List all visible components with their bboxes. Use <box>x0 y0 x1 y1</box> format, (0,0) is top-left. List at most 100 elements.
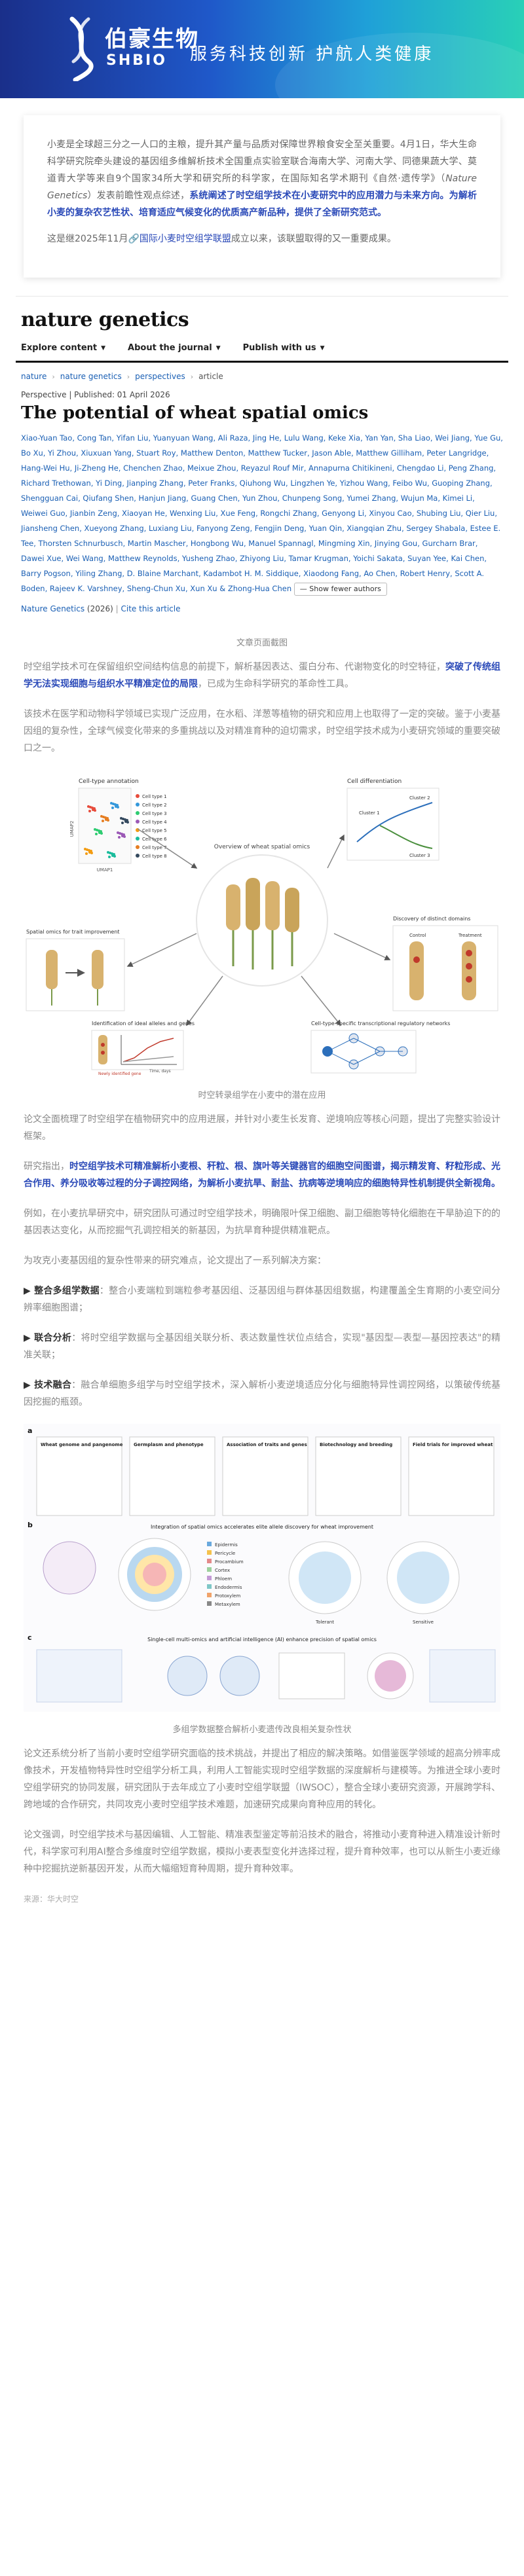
figure-caption: 文章页面截图 <box>236 638 288 648</box>
panel-letter: a <box>28 1426 32 1435</box>
legend-swatch <box>136 845 140 849</box>
legend-label: Cell type 7 <box>142 845 167 850</box>
dna-logo-icon <box>69 16 94 81</box>
legend-label: Protoxylem <box>215 1593 240 1599</box>
legend-swatch <box>136 811 140 815</box>
body-paragraph: 该技术在医学和动物科学领域已实现广泛应用，在水稻、洋葱等植物的研究和应用上也取得… <box>24 709 500 753</box>
legend-swatch <box>136 794 140 798</box>
legend-swatch <box>136 820 140 824</box>
nav-label: Explore content <box>21 343 98 353</box>
panel-a-box <box>129 1436 215 1516</box>
legend-label: Endodermis <box>215 1585 242 1590</box>
cluster-label: Cluster 3 <box>409 853 430 858</box>
wheat-spikes-icon <box>226 878 299 970</box>
center-title: Overview of wheat spatial omics <box>214 844 310 850</box>
nature-article-screenshot: nature genetics Explore content▼ About t… <box>16 296 508 625</box>
regulatory-network-panel: Cell-type-specific transcriptional regul… <box>310 1021 450 1074</box>
intro-text: 这是继2025年11月 <box>47 234 128 244</box>
solution-item: ▶ 整合多组学数据：整合小麦端粒到端粒参考基因组、泛基因组与群体基因组数据，构建… <box>24 1282 500 1316</box>
legend-label: Cortex <box>215 1568 230 1573</box>
cell-differentiation-panel: Cell differentiation Cluster 1 Cluster 2… <box>346 778 440 861</box>
body-highlight: 突破了传统组学无法实现细胞与组织水平精准定位的局限 <box>24 662 500 689</box>
panel-a-box <box>408 1436 495 1516</box>
body-paragraph: 时空组学技术可在保留组织空间结构信息的前提下，解析基因表达、蛋白分布、代谢物变化… <box>24 659 500 693</box>
umap-point <box>121 822 124 824</box>
cite-this-article-link[interactable]: Cite this article <box>121 604 181 613</box>
legend-swatch <box>207 1567 212 1572</box>
intro-text: 成立以来，该联盟取得的又一重要成果。 <box>231 234 396 244</box>
breadcrumb: nature › nature genetics › perspectives … <box>16 363 508 385</box>
body-text: 研究指出， <box>24 1161 69 1172</box>
legend-swatch <box>207 1601 212 1606</box>
panel-title: Spatial omics for trait improvement <box>26 929 120 935</box>
cite-sep: | <box>115 604 121 613</box>
brand-name-en: SHBIO <box>106 52 167 69</box>
nav-label: About the journal <box>128 343 212 353</box>
body-text: 时空组学技术可在保留组织空间结构信息的前提下，解析基因表达、蛋白分布、代谢物变化… <box>24 662 445 672</box>
legend-label: Phloem <box>215 1576 232 1582</box>
nav-label: Publish with us <box>242 343 316 353</box>
link-icon: 🔗 <box>128 234 140 244</box>
panel-title: Identification of ideal alleles and gene… <box>92 1021 195 1026</box>
authors-text[interactable]: Xiao-Yuan Tao, Cong Tan, Yifan Liu, Yuan… <box>21 433 503 593</box>
nav-explore-content[interactable]: Explore content▼ <box>21 343 105 353</box>
cite-journal[interactable]: Nature Genetics <box>21 604 85 613</box>
solution-title: ▶ 整合多组学数据 <box>24 1286 100 1296</box>
body-paragraph: 论文强调，时空组学技术与基因编辑、人工智能、精准表型鉴定等前沿技术的融合，将推动… <box>24 1830 500 1874</box>
legend-swatch <box>207 1593 212 1597</box>
legend-label: Procambium <box>215 1559 244 1565</box>
panel-a-box <box>315 1436 402 1516</box>
legend-swatch <box>207 1559 212 1563</box>
panel-title: Discovery of distinct domains <box>393 916 470 922</box>
show-fewer-authors-button[interactable]: — Show fewer authors <box>293 583 387 596</box>
breadcrumb-nature[interactable]: nature <box>21 372 47 381</box>
panel-title: Cell-type annotation <box>79 778 139 785</box>
intro-paragraph-1: 小麦是全球超三分之一人口的主粮，提升其产量与品质对保障世界粮食安全至关重要。4月… <box>47 136 477 221</box>
figure-wheat-spatial-omics: Overview of wheat spatial omics Cell-typ… <box>0 770 524 1078</box>
solution-text: ：整合小麦端粒到端粒参考基因组、泛基因组与群体基因组数据，构建覆盖全生育期的小麦… <box>24 1286 501 1313</box>
panel-letter: c <box>28 1633 32 1642</box>
umap-point <box>126 819 128 822</box>
axis-label: UMAP2 <box>69 821 75 837</box>
brand-name-cn: 伯豪生物 <box>105 26 199 52</box>
legend-swatch <box>136 854 140 858</box>
legend-label: Pericycle <box>215 1551 235 1556</box>
chevron-down-icon: ▼ <box>320 344 325 352</box>
body-paragraph: 论文全面梳理了时空组学在植物研究中的应用进展，并针对小麦生长发育、逆境响应等核心… <box>24 1114 500 1142</box>
panel-title: Cell differentiation <box>347 778 402 785</box>
nav-publish[interactable]: Publish with us ▼ <box>243 343 325 353</box>
legend-label: Cell type 8 <box>142 854 167 859</box>
umap-point <box>106 817 109 820</box>
legend-swatch <box>207 1576 212 1580</box>
intro-text: 小麦是全球超三分之一人口的主粮，提升其产量与品质对保障世界粮食安全至关重要。4月… <box>47 139 477 184</box>
condition-label: Sensitive <box>413 1620 434 1625</box>
legend-label: Cell type 3 <box>142 811 167 816</box>
breadcrumb-article: article <box>198 372 223 381</box>
nav-about-journal[interactable]: About the journal▼ <box>128 343 221 353</box>
cell-type-annotation-panel: Cell-type annotation UMAP1 UMAP2 Cell ty… <box>69 778 167 873</box>
panel-letter: b <box>28 1521 33 1529</box>
chevron-right-icon: › <box>52 372 55 381</box>
breadcrumb-perspectives[interactable]: perspectives <box>135 372 185 381</box>
condition-label: Tolerant <box>315 1620 334 1625</box>
journal-logo[interactable]: nature genetics <box>21 308 189 331</box>
identification-panel: Identification of ideal alleles and gene… <box>91 1021 195 1076</box>
intro-card: 小麦是全球超三分之一人口的主粮，提升其产量与品质对保障世界粮食安全至关重要。4月… <box>24 115 500 278</box>
author-list: Xiao-Yuan Tao, Cong Tan, Yifan Liu, Yuan… <box>16 428 508 599</box>
banner-slogan: 服务科技创新 护航人类健康 <box>190 45 434 64</box>
solution-title: ▶ 技术融合 <box>24 1380 72 1390</box>
article-title: The potential of wheat spatial omics <box>21 403 369 423</box>
legend-label: Cell type 2 <box>142 803 167 808</box>
solution-text: ：将时空组学数据与全基因组关联分析、表达数量性状位点结合，实现"基因型—表型—基… <box>24 1333 500 1360</box>
intro-text: ）发表前瞻性观点综述， <box>87 190 190 201</box>
legend-swatch <box>207 1550 212 1555</box>
legend-swatch <box>207 1542 212 1546</box>
panel-a-title: Association of traits and genes <box>227 1442 307 1447</box>
chevron-down-icon: ▼ <box>101 344 106 352</box>
legend-label: Metaxylem <box>215 1602 240 1607</box>
alliance-link[interactable]: 国际小麦时空组学联盟 <box>139 234 231 244</box>
legend-label: Cell type 4 <box>142 820 167 825</box>
breadcrumb-journal[interactable]: nature genetics <box>60 372 122 381</box>
legend-label: Cell type 5 <box>142 828 167 833</box>
